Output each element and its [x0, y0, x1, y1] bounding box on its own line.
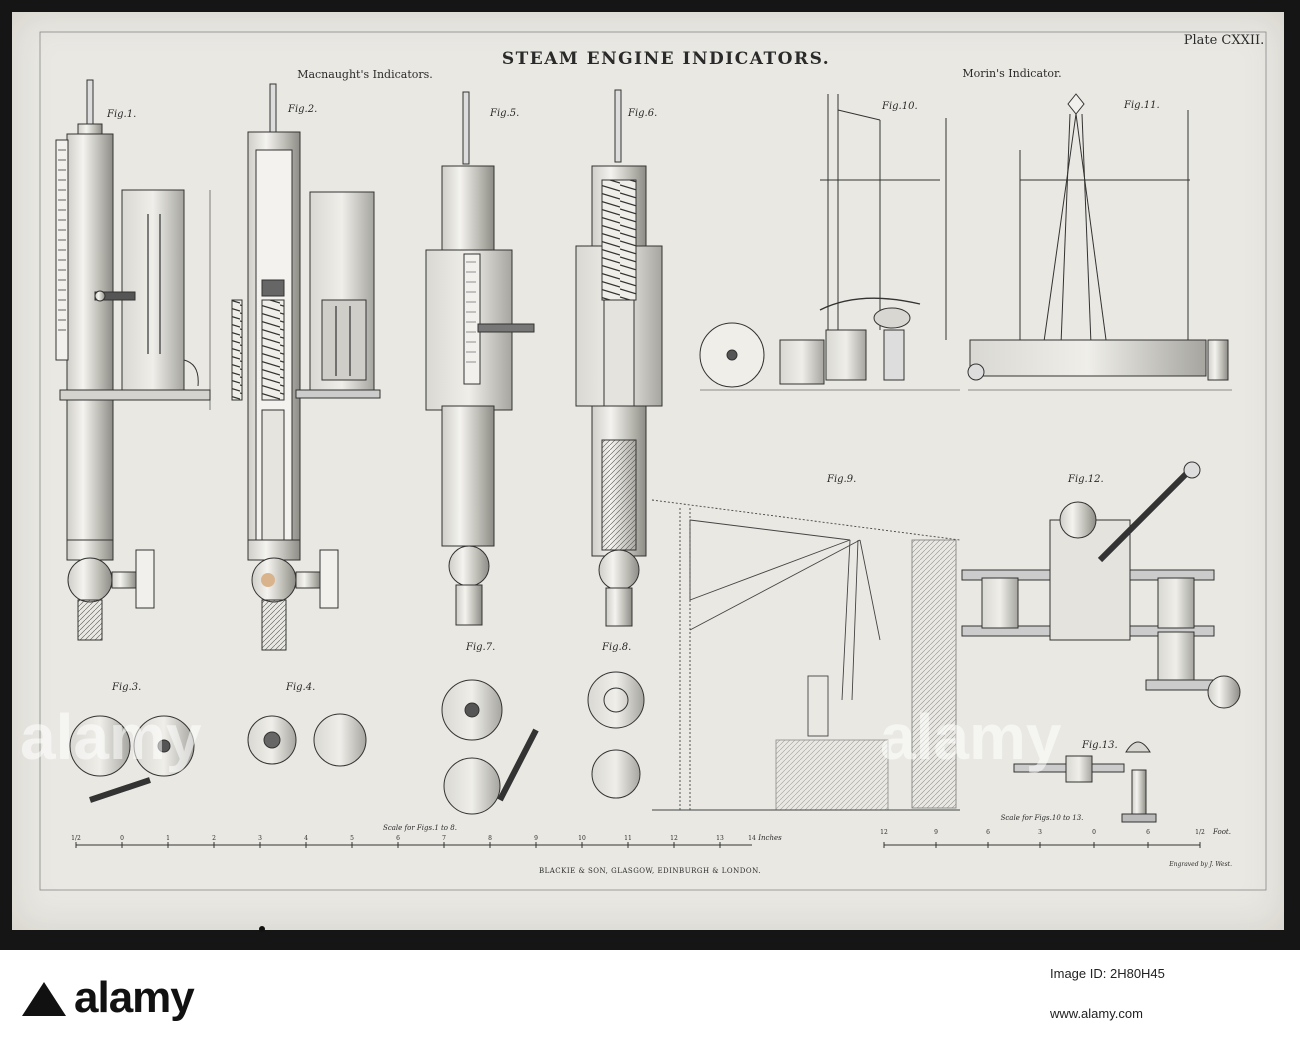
scale-tick: 12 [670, 835, 678, 842]
alamy-logo: alamy [22, 973, 195, 1023]
scale-ticks-inches: 1/2 0 1 2 3 4 5 6 7 8 9 10 11 12 13 14 [71, 835, 756, 842]
plate-title: STEAM ENGINE INDICATORS. [502, 49, 830, 69]
figure-4-drawing [247, 713, 367, 767]
ink-spot [259, 926, 265, 932]
fig-label-8: Fig.8. [601, 642, 631, 653]
scale-tick: 4 [304, 835, 308, 842]
scale-tick: 13 [716, 835, 724, 842]
scale-tick: 5 [350, 835, 354, 842]
figure-3-drawing [69, 715, 195, 803]
scale-tick: 9 [534, 835, 538, 842]
image-id-label: Image ID: 2H80H45 [1050, 966, 1165, 981]
fig-label-10: Fig.10. [881, 101, 918, 112]
figure-13-drawing [1013, 741, 1157, 823]
scale-tick: 7 [442, 835, 446, 842]
fig-label-9: Fig.9. [826, 474, 856, 485]
scale-tick: 3 [258, 835, 262, 842]
engraver-credit: Engraved by J. West. [1168, 861, 1232, 868]
scale-unit-foot: Foot. [1212, 828, 1231, 836]
scale-tick: 3 [1038, 829, 1042, 836]
fig-label-13: Fig.13. [1081, 740, 1118, 751]
figure-5-drawing [425, 91, 535, 626]
scale-bar-inches [75, 842, 752, 848]
figure-8-drawing [587, 671, 645, 799]
plate-number: Plate CXXII. [1184, 33, 1265, 48]
scale-tick: 8 [488, 835, 492, 842]
scale-tick: 10 [578, 835, 586, 842]
fig-label-12: Fig.12. [1067, 474, 1104, 485]
figure-2-drawing [231, 83, 381, 651]
figure-11-drawing [967, 93, 1232, 391]
alamy-wordmark: alamy [74, 973, 195, 1022]
scale-tick: 6 [1146, 829, 1150, 836]
scale-tick: 1/2 [1195, 829, 1205, 836]
scale-bar-foot [883, 842, 1201, 848]
fig-label-3: Fig.3. [111, 682, 141, 693]
scale-tick: 9 [934, 829, 938, 836]
scale-caption-inches: Scale for Figs.1 to 8. [383, 824, 457, 832]
fig-label-7: Fig.7. [465, 642, 495, 653]
scale-tick: 6 [396, 835, 400, 842]
fig-label-2: Fig.2. [287, 104, 317, 115]
section-label-morin: Morin's Indicator. [962, 67, 1061, 80]
plate-border [39, 31, 1267, 891]
watermark-brand: alamy [20, 701, 202, 773]
alamy-mark-icon [22, 982, 66, 1016]
fig-label-4: Fig.4. [285, 682, 315, 693]
section-label-macnaught: Macnaught's Indicators. [297, 68, 433, 81]
scale-caption-foot: Scale for Figs.10 to 13. [1001, 814, 1084, 822]
fig-label-6: Fig.6. [627, 108, 657, 119]
figure-10-drawing [699, 94, 960, 391]
scale-tick: 1/2 [71, 835, 81, 842]
scale-unit-inches: Inches [757, 834, 782, 842]
figure-7-drawing [441, 679, 539, 815]
scale-tick: 2 [212, 835, 216, 842]
scale-tick: 0 [120, 835, 124, 842]
scale-tick: 0 [1092, 829, 1096, 836]
watermark-brand: alamy [880, 701, 1062, 773]
scale-tick: 14 [748, 835, 756, 842]
fig-label-5: Fig.5. [489, 108, 519, 119]
publisher-imprint: BLACKIE & SON, GLASGOW, EDINBURGH & LOND… [539, 867, 761, 875]
scale-tick: 1 [166, 835, 170, 842]
fig-label-1: Fig.1. [106, 109, 136, 120]
site-url[interactable]: www.alamy.com [1050, 1006, 1143, 1021]
scale-tick: 11 [624, 835, 632, 842]
scale-tick: 12 [880, 829, 888, 836]
scale-ticks-foot: 12 9 6 3 0 6 1/2 [880, 829, 1205, 836]
figure-9-drawing [651, 499, 961, 811]
figure-1-drawing [55, 79, 211, 641]
scale-tick: 6 [986, 829, 990, 836]
fig-label-11: Fig.11. [1123, 100, 1160, 111]
stock-footer [0, 950, 1300, 1040]
figure-6-drawing [575, 89, 663, 627]
engraving-plate: STEAM ENGINE INDICATORS. Plate CXXII. Ma… [39, 31, 1267, 932]
figure-12-drawing [961, 461, 1241, 709]
